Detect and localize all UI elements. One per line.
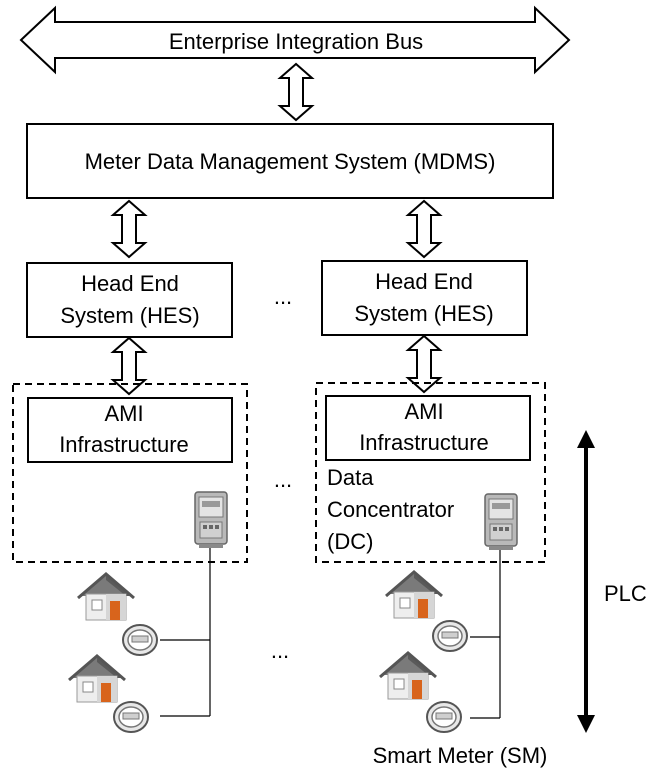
homes-ellipsis: ... [271, 638, 289, 663]
ami-right-line1: AMI [404, 399, 443, 424]
bus-arrow [19, 5, 571, 75]
ami-right-line2: Infrastructure [359, 430, 489, 455]
plc-wiring-left [160, 548, 211, 717]
dc-line2: Concentrator [327, 497, 454, 522]
smart-meter-label: Smart Meter (SM) [373, 743, 548, 768]
mdms-label: Meter Data Management System (MDMS) [85, 149, 496, 174]
ami-left-line1: AMI [104, 401, 143, 426]
ami-left-line2: Infrastructure [59, 432, 189, 457]
hes-left-line2: System (HES) [60, 303, 199, 328]
hes-ellipsis: ... [274, 284, 292, 309]
ami-ellipsis: ... [274, 467, 292, 492]
hes-right-line2: System (HES) [354, 301, 493, 326]
dc-line1: Data [327, 465, 374, 490]
ami-right-box [325, 395, 531, 461]
plc-arrow [577, 430, 595, 733]
hes-right-box [321, 260, 528, 336]
dc-left-icon [194, 491, 228, 549]
hes-right-line1: Head End [375, 269, 473, 294]
mdms-hes-left-arrow [112, 200, 146, 258]
dc-right-icon [484, 493, 518, 551]
plc-label: PLC [604, 581, 647, 606]
house-icon [76, 572, 136, 622]
hes-left-line1: Head End [81, 271, 179, 296]
dc-line3: (DC) [327, 529, 373, 554]
ami-left-box [27, 397, 233, 463]
smart-meter-icon [432, 620, 468, 652]
mdms-hes-right-arrow [407, 200, 441, 258]
bus-mdms-arrow [279, 63, 313, 121]
smart-meter-icon [122, 624, 158, 656]
hes-left-box [26, 262, 233, 338]
ami-right-region [315, 382, 546, 563]
bus-label: Enterprise Integration Bus [169, 29, 423, 54]
house-icon [384, 570, 444, 620]
plc-wiring-right [470, 550, 501, 719]
mdms-box [26, 123, 554, 199]
smart-meter-icon [113, 701, 149, 733]
hes-ami-left-arrow [112, 337, 146, 395]
house-icon [378, 651, 438, 701]
house-icon [67, 654, 127, 704]
smart-meter-icon [426, 701, 462, 733]
ami-left-region [12, 383, 248, 563]
